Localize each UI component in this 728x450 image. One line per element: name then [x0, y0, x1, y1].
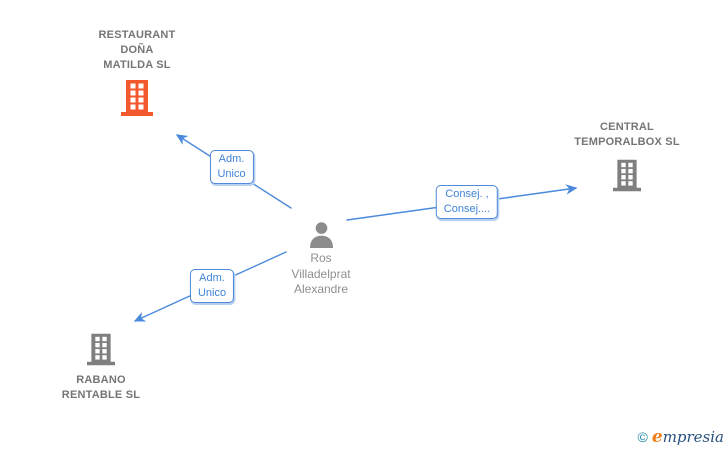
company-node-restaurant-dona-matilda[interactable]: RESTAURANT DOÑA MATILDA SL	[67, 28, 207, 116]
company-node-rabano-rentable[interactable]: RABANO RENTABLE SL	[31, 333, 171, 403]
copyright-icon: ©	[637, 429, 648, 445]
building-icon	[87, 333, 115, 366]
edge-label-consej-central: Consej. , Consej....	[435, 185, 499, 219]
person-name: Ros Villadelprat Alexandre	[291, 251, 351, 296]
edge-label-adm-unico-restaurant: Adm. Unico	[209, 150, 254, 184]
company-name: RESTAURANT DOÑA MATILDA SL	[98, 29, 176, 71]
company-node-central-temporalbox[interactable]: CENTRAL TEMPORALBOX SL	[554, 120, 700, 192]
building-icon	[613, 159, 641, 192]
empresia-logo[interactable]: © empresia	[638, 427, 724, 447]
brand-rest: mpresia	[662, 428, 724, 446]
person-icon	[309, 222, 333, 248]
brand-wordmark: empresia	[652, 427, 724, 447]
company-name: CENTRAL TEMPORALBOX SL	[574, 121, 680, 148]
company-name: RABANO RENTABLE SL	[61, 374, 141, 401]
person-node-ros-villadelprat[interactable]: Ros Villadelprat Alexandre	[261, 222, 381, 298]
building-icon	[121, 80, 153, 116]
edge-label-adm-unico-rabano: Adm. Unico	[189, 269, 235, 303]
brand-initial: e	[651, 427, 663, 447]
